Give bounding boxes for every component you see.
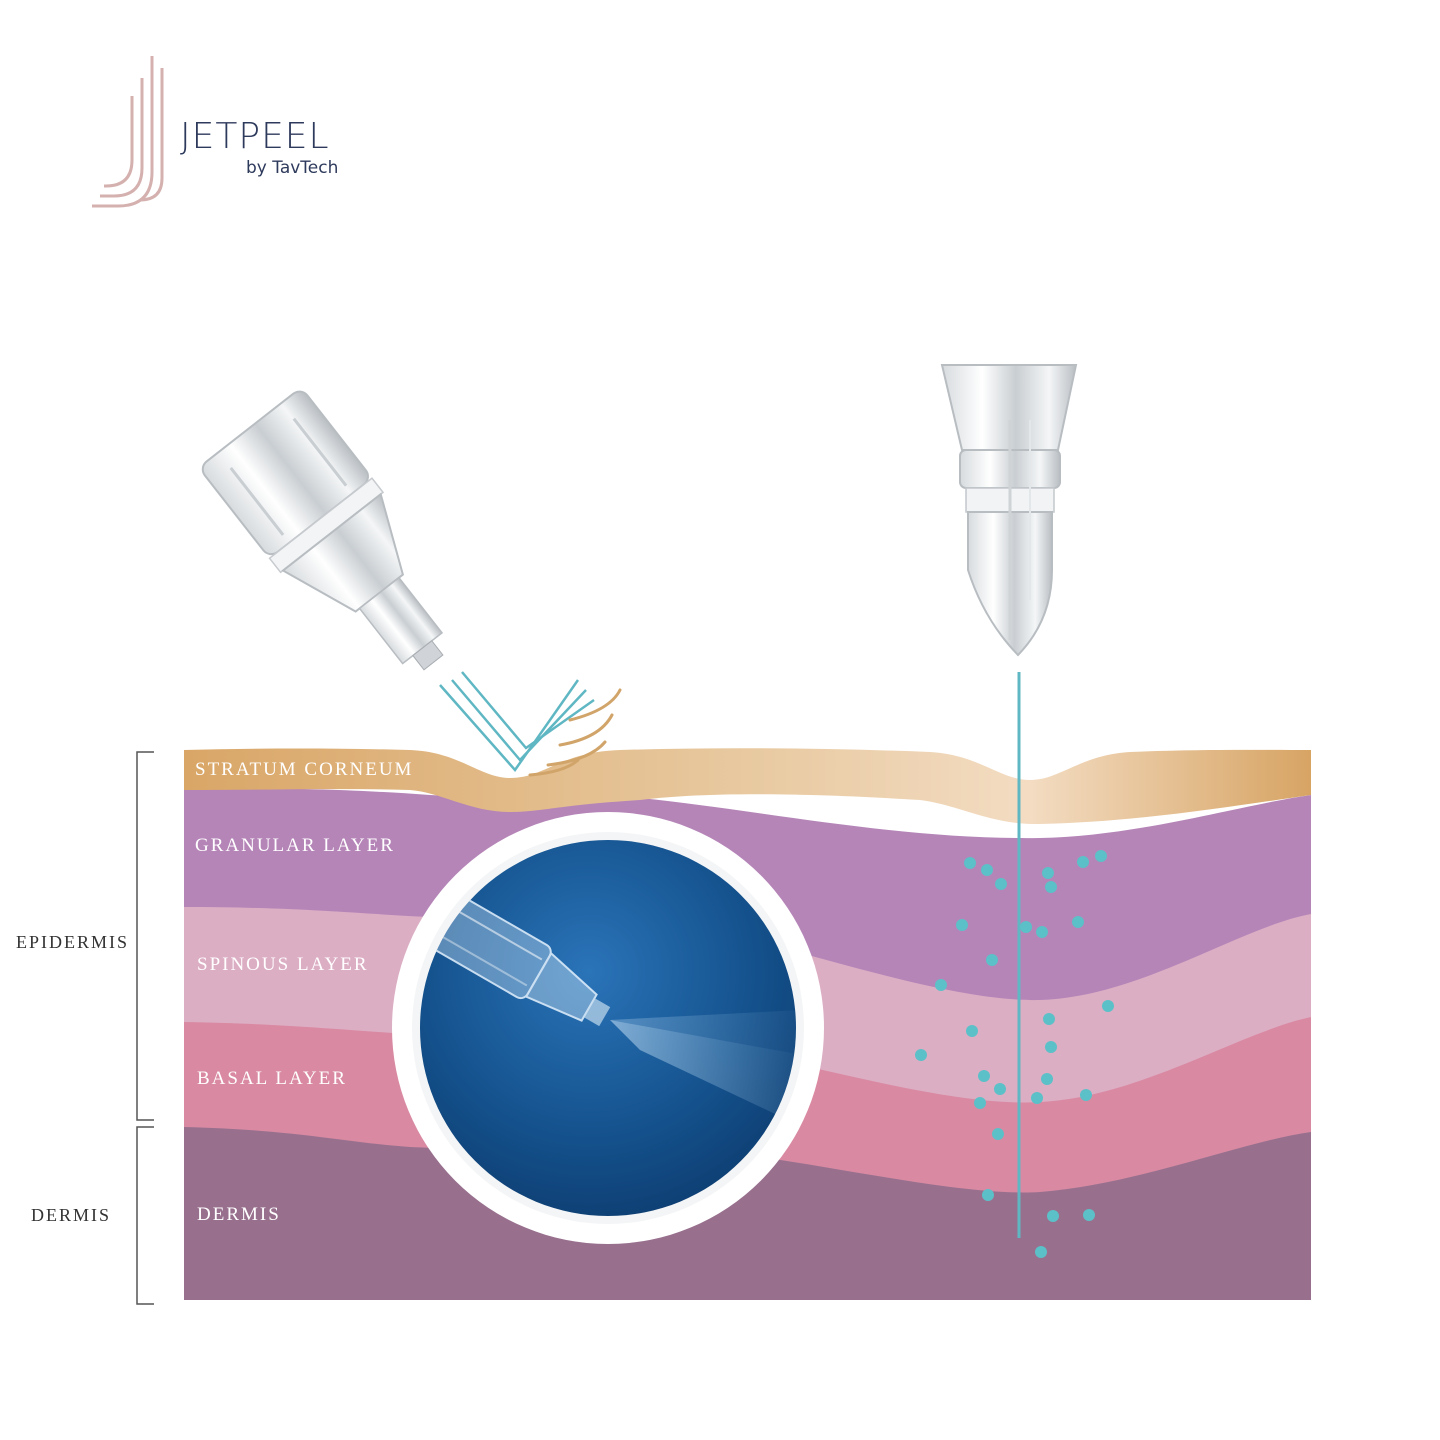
dermis-layer-label: DERMIS [197, 1204, 281, 1225]
stratum-corneum-label: STRATUM CORNEUM [195, 759, 414, 780]
dermis-group-label: DERMIS [31, 1205, 112, 1225]
dermis-bracket [136, 1126, 154, 1305]
jetpeel-logo-icon [92, 56, 164, 208]
nozzle-closeup-inset [392, 812, 824, 1244]
brand-name: JETPEEL [180, 116, 330, 157]
product-droplets [915, 850, 1114, 1258]
angled-jet-nozzle-icon [201, 390, 444, 671]
exfoliation-flakes [528, 688, 622, 777]
epidermis-bracket [136, 751, 154, 1121]
brand-tagline: by TavTech [246, 158, 339, 178]
spinous-layer-label: SPINOUS LAYER [197, 954, 369, 975]
stratum-corneum-layer [184, 748, 1311, 825]
angled-jet-streams [439, 671, 595, 773]
vertical-jet-nozzle-icon [940, 364, 1078, 657]
granular-layer-label: GRANULAR LAYER [195, 835, 395, 856]
epidermis-group-label: EPIDERMIS [16, 932, 130, 952]
basal-layer-label: BASAL LAYER [197, 1068, 347, 1089]
